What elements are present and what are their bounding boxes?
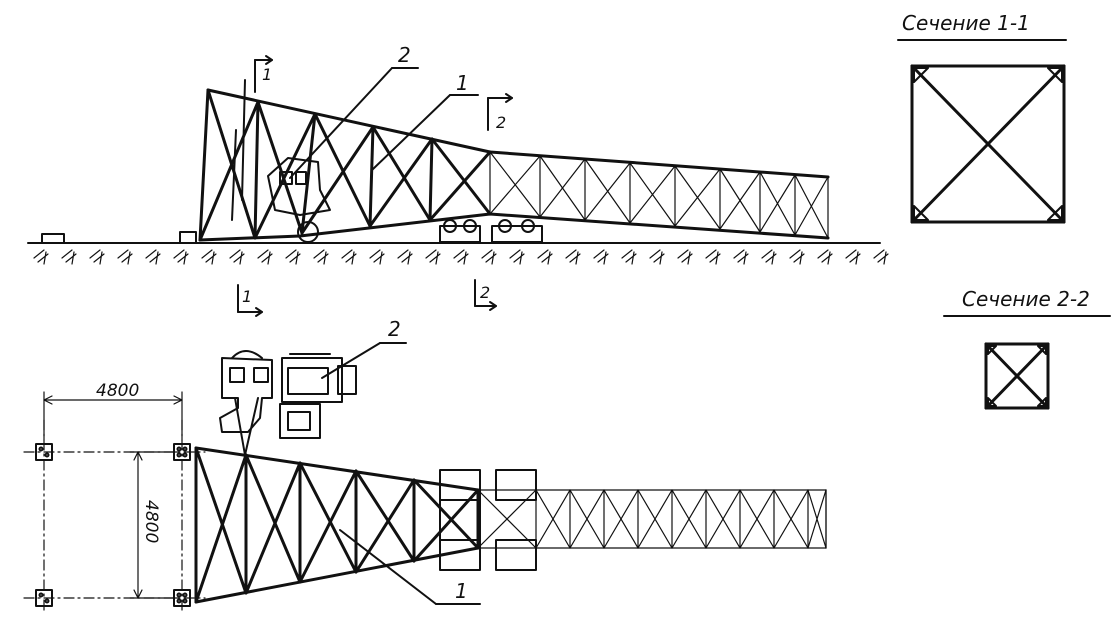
section-mark-2-top-label: 2 (496, 113, 506, 132)
callout-crane-leader-top (289, 67, 419, 179)
section-1-frame (910, 64, 1066, 224)
section-1-chords (913, 67, 1063, 221)
support-bogies (439, 469, 537, 571)
callout-boom-leader-top (371, 94, 479, 171)
dimension-vertical-label: 4800 (141, 500, 161, 543)
boom-plan-heavy (194, 446, 480, 604)
callout-boom-leader-plan (339, 529, 481, 605)
crane-side (231, 79, 331, 243)
crane-plan (219, 350, 357, 456)
section-mark-2-bottom (474, 279, 497, 311)
section-mark-2-top (487, 93, 513, 131)
boom-truss-heavy (198, 88, 830, 242)
plan-view: 4800 4800 (23, 317, 827, 611)
boom-truss-light (489, 151, 829, 239)
section-mark-1-bottom-label: 1 (242, 287, 252, 306)
side-elevation-view: 1 2 1 2 2 1 (27, 43, 889, 317)
section-2-frame (984, 342, 1050, 410)
callout-boom-plan-label: 1 (455, 579, 468, 603)
section-mark-1-bottom (237, 284, 263, 317)
dimension-horizontal (43, 391, 183, 441)
section-1-title: Сечение 1-1 (902, 11, 1030, 35)
callout-boom-top-label: 1 (456, 71, 469, 95)
dimension-vertical (129, 451, 179, 599)
ground-hatching (33, 249, 889, 265)
callout-crane-plan-label: 2 (388, 317, 401, 341)
foundation-pads (35, 443, 191, 607)
boom-plan-light-web (477, 489, 827, 549)
callout-crane-top-label: 2 (398, 43, 411, 67)
section-2-title: Сечение 2-2 (962, 287, 1090, 311)
dimension-horizontal-label: 4800 (96, 381, 139, 401)
section-2-view: Сечение 2-2 (943, 287, 1111, 410)
axis-lines (23, 419, 206, 611)
section-mark-1-top (254, 55, 273, 93)
section-mark-1-top-label: 1 (262, 65, 272, 84)
callout-crane-leader-plan (321, 342, 407, 379)
section-1-view: Сечение 1-1 (897, 11, 1067, 224)
ground-supports (41, 219, 543, 244)
section-2-chords (987, 345, 1047, 407)
section-mark-2-bottom-label: 2 (480, 283, 490, 302)
